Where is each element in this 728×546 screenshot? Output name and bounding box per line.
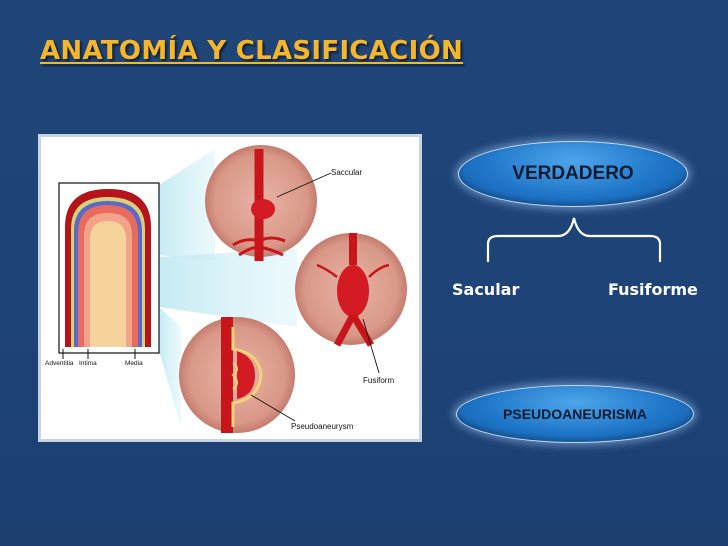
label-fusiform: Fusiform	[363, 376, 394, 385]
saccular-circle	[205, 145, 317, 261]
fusiform-circle	[295, 233, 407, 347]
label-saccular: Saccular	[331, 168, 362, 177]
fusiforme-label: Fusiforme	[608, 280, 698, 299]
label-pseudoaneurysm: Pseudoaneurysm	[291, 422, 354, 431]
pseudoaneurisma-node: PSEUDOANEURISMA	[456, 385, 694, 443]
brace-connector	[486, 217, 662, 262]
zoom-cone-middle	[159, 249, 297, 327]
slide-title: ANATOMÍA Y CLASIFICACIÓN	[40, 36, 464, 66]
vessel-wall-layers	[58, 182, 160, 359]
label-adventitia: Adventitia	[45, 360, 74, 367]
zoom-cone-top	[159, 149, 215, 261]
label-media: Media	[125, 360, 143, 367]
aneurysm-diagram: Adventitia Intima Media Saccular Fusi	[45, 145, 407, 433]
zoom-cone-bottom	[159, 307, 181, 427]
pseudoaneurysm-circle	[179, 317, 295, 433]
verdadero-node: VERDADERO	[458, 141, 688, 207]
label-intima: Intima	[79, 360, 97, 367]
aneurysm-illustration: Adventitia Intima Media Saccular Fusi	[38, 134, 422, 442]
sacular-label: Sacular	[452, 280, 520, 299]
